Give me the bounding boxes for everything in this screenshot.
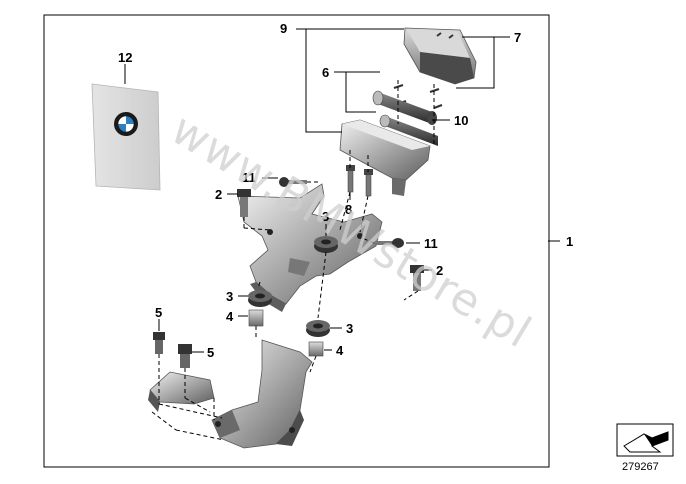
bolt-right: [178, 344, 192, 368]
callout-9: 9: [280, 21, 287, 36]
grommet-right: [306, 320, 330, 337]
sleeve-left: [248, 309, 264, 327]
manual-card: [91, 83, 161, 191]
callout-11-upper: 11: [242, 170, 256, 185]
callout-7: 7: [514, 30, 521, 45]
callout-10: 10: [454, 113, 468, 128]
screw-pair: [346, 165, 373, 197]
arrow-navigation-icon[interactable]: [616, 423, 674, 457]
lower-mount-bracket: [211, 339, 313, 449]
bolt-upper: [237, 189, 251, 217]
grommet-upper: [314, 236, 338, 253]
bolt-left: [153, 332, 165, 354]
callout-5-left: 5: [155, 305, 162, 320]
callout-3-right: 3: [346, 321, 353, 336]
callout-2-right: 2: [436, 263, 443, 278]
callout-8: 8: [345, 202, 352, 217]
small-mount-plate: [148, 371, 215, 412]
callout-3-middle: 3: [226, 289, 233, 304]
assembly-lines: [151, 80, 435, 441]
top-rubber-pad: [403, 27, 477, 85]
upper-bracket-plate: [339, 119, 431, 196]
callout-12: 12: [118, 50, 132, 65]
callout-4-left: 4: [226, 309, 234, 324]
leader-lines: [158, 28, 560, 353]
bolt-lower-right: [410, 265, 424, 291]
callout-6: 6: [322, 65, 329, 80]
callout-2-upper: 2: [215, 187, 222, 202]
callouts: 12 9 7 6 10 11 2 8 3 11 1 2 3 4 3 4 5 5: [118, 21, 573, 360]
grommet-middle: [248, 290, 272, 307]
callout-5-right: 5: [207, 345, 214, 360]
bmw-roundel-icon: [114, 112, 138, 136]
reference-number: 279267: [622, 461, 659, 473]
callout-4-right: 4: [336, 343, 344, 358]
callout-1: 1: [566, 234, 573, 249]
callout-11-right: 11: [424, 236, 438, 251]
sleeve-right: [308, 341, 324, 357]
screw-upper: [279, 177, 307, 187]
callout-3-upper: 3: [322, 209, 329, 224]
screw-right: [374, 238, 404, 248]
